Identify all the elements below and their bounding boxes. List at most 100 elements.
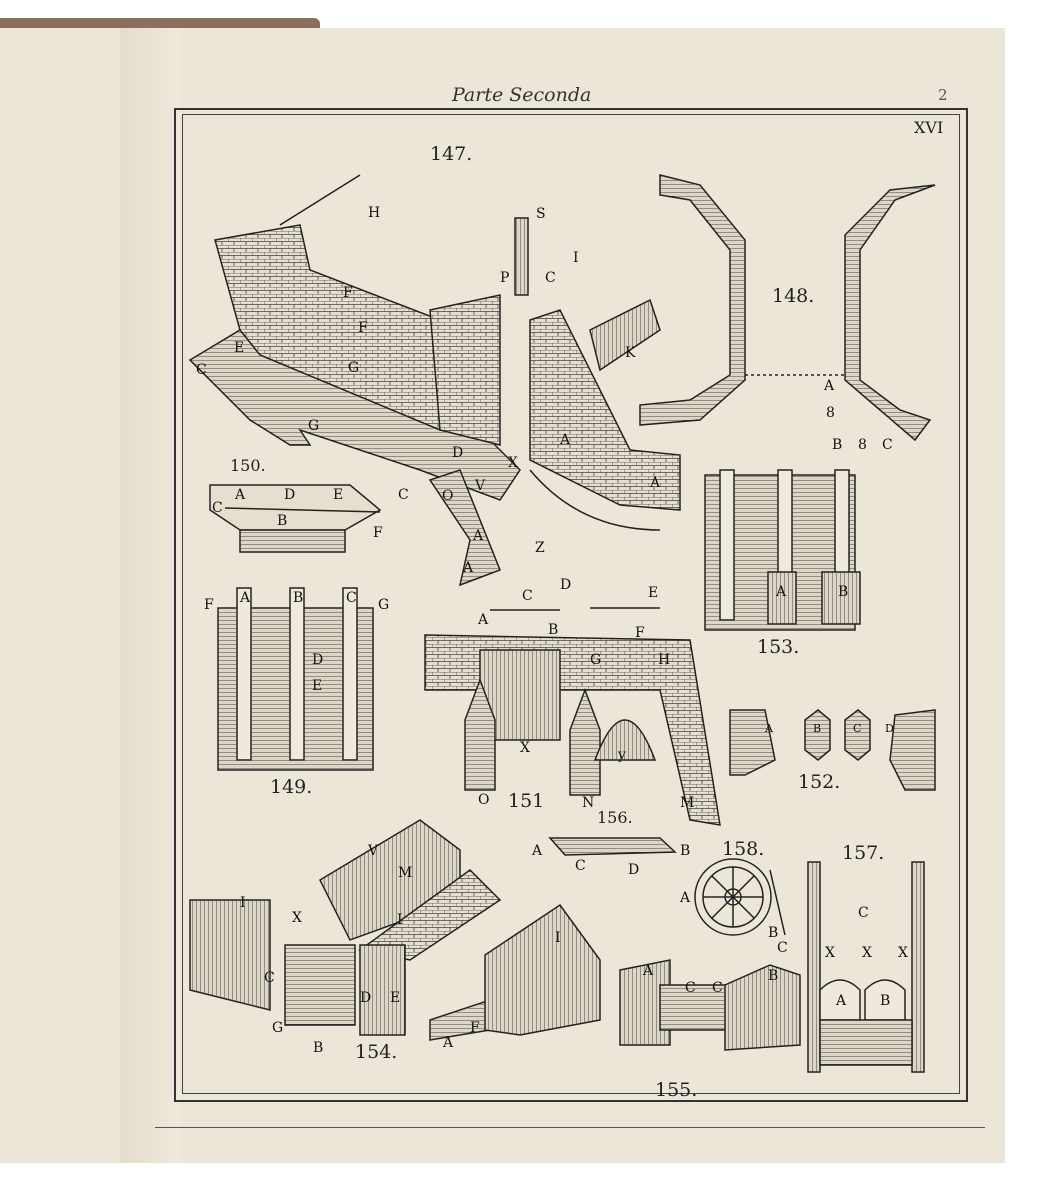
figure-158-number: 158. [722,838,765,860]
label: X [825,945,835,961]
figure-150-drawing [209,484,382,553]
label: E [312,678,323,694]
label: E [234,340,245,356]
label: I [573,250,579,266]
label: C [685,980,696,996]
label: 8 [826,405,835,421]
label: X [292,910,302,926]
label: B [768,925,779,941]
label: C [212,500,223,516]
bottom-rule [155,1127,985,1128]
label: X [898,945,908,961]
label: C [858,905,869,921]
label: H [368,205,381,221]
label: F [204,597,214,613]
label: D [560,577,572,593]
label: F [358,320,368,336]
figure-154-drawing [189,819,601,1041]
label: A [463,560,474,576]
figure-158-drawing [694,858,786,936]
label: C [196,362,207,378]
label: C [882,437,893,453]
label: A [765,722,773,735]
label: D [312,652,324,668]
label: C [777,940,788,956]
figure-148-drawing [639,174,936,442]
figure-157-drawing [807,861,925,1073]
figure-150-number: 150. [230,456,266,475]
label: G [378,597,390,613]
label: A [560,432,571,448]
label: G [348,360,360,376]
page-number: 2 [938,86,948,104]
label: A [650,475,661,491]
figure-155-drawing [619,959,801,1051]
plate-frame-inner [182,114,960,1094]
label: A [680,890,691,906]
figure-152-number: 152. [798,771,841,793]
label: C [522,588,533,604]
label: B [768,968,779,984]
figure-151-drawing [424,607,721,826]
label: S [536,206,546,222]
label: B [313,1040,324,1056]
label: E [390,990,401,1006]
label: E [648,585,659,601]
figure-147-number: 147. [430,143,473,165]
label: D [452,445,464,461]
label: A [473,528,484,544]
figure-155-number: 155. [655,1079,698,1101]
label: Z [535,540,545,556]
figure-152-drawing [729,709,936,791]
label: A [643,963,654,979]
label: D [360,990,372,1006]
label: G [308,418,320,434]
label: P [500,270,510,286]
label: V [368,843,379,859]
label: B [293,590,304,606]
figure-153-drawing [704,469,861,631]
label: C [264,970,275,986]
label: C [712,980,723,996]
label: A [478,612,489,628]
label: C [398,487,409,503]
label: H [658,652,671,668]
label: B [813,722,822,735]
label: C [346,590,357,606]
label: B [277,513,288,529]
label: A [824,378,835,394]
label: F [470,1020,480,1036]
label: X [520,740,530,756]
label: X [508,455,518,471]
figure-154-number: 154. [355,1041,398,1063]
figure-153-number: 153. [757,636,800,658]
figure-151-number: 151 [508,790,545,812]
label: D [628,862,640,878]
figure-147-drawing [188,174,681,587]
label: I [397,912,403,928]
label: A [235,487,246,503]
label: F [635,625,645,641]
label: C [545,270,556,286]
label: B [880,993,891,1009]
figure-148-number: 148. [772,285,815,307]
running-header: Parte Seconda [452,84,592,106]
label: G [590,652,602,668]
figure-149-number: 149. [270,776,313,798]
label: I [555,930,561,946]
plate-frame [174,108,968,1102]
label: A [240,590,251,606]
label: O [442,488,454,504]
label: E [333,487,344,503]
label: B [680,843,691,859]
label: B [548,622,559,638]
label: A [443,1035,454,1051]
label: B [838,584,849,600]
label: C [853,722,862,735]
label: 8 [858,437,867,453]
figure-157-number: 157. [842,842,885,864]
plate-number: XVI [914,118,944,137]
label: D [284,487,296,503]
label: G [272,1020,284,1036]
